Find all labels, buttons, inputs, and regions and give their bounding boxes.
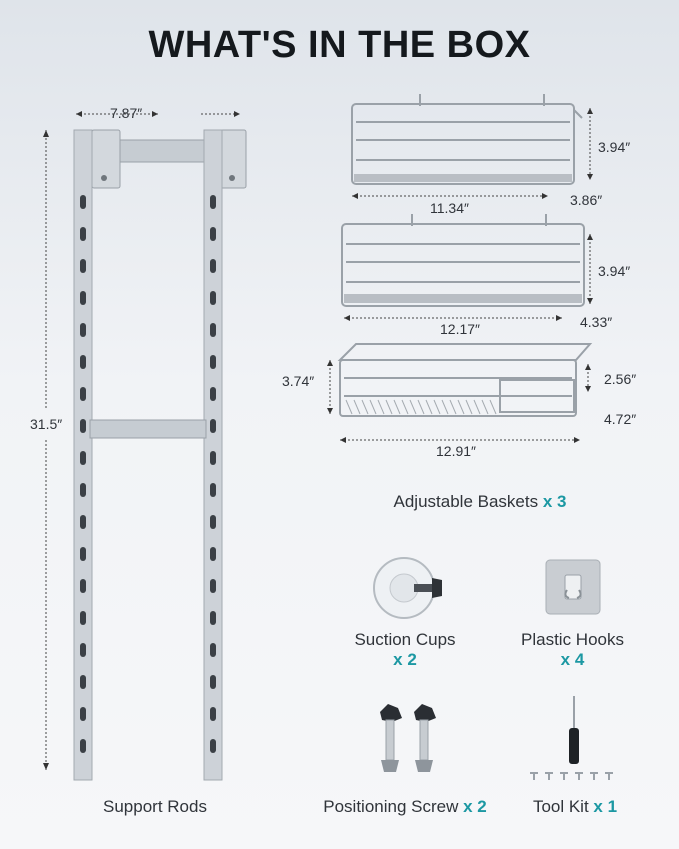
plastic-hooks-label: Plastic Hooks <box>521 630 624 649</box>
basket-grid-wire <box>489 399 497 415</box>
basket-grid-wire <box>481 399 489 415</box>
rod-slot <box>80 707 86 721</box>
support-rods-label: Support Rods <box>103 797 207 816</box>
basket-grid-wire <box>393 399 401 415</box>
basket-bottom-depth: 4.72″ <box>604 411 637 427</box>
suction-cups-label: Suction Cups <box>354 630 456 649</box>
suction-cups-qty: x 2 <box>393 650 417 669</box>
basket-grid-wire <box>385 399 393 415</box>
rod-height-dim: 31.5″ <box>30 416 63 432</box>
positioning-screw-qty: x 2 <box>463 797 487 816</box>
small-screw-icon <box>530 772 538 780</box>
basket-grid-wire <box>433 399 441 415</box>
rod-slot <box>210 547 216 561</box>
basket-middle-depth: 4.33″ <box>580 314 613 330</box>
rod-slot <box>80 675 86 689</box>
basket-bottom-height-right: 2.56″ <box>604 371 637 387</box>
basket-grid-wire <box>425 399 433 415</box>
basket-middle-height: 3.94″ <box>598 263 631 279</box>
basket-grid-wire <box>377 399 385 415</box>
rod-slot <box>210 291 216 305</box>
baskets-label: Adjustable Baskets x 3 <box>393 492 567 511</box>
basket-grid-wire <box>473 399 481 415</box>
baskets-qty: x 3 <box>542 492 567 511</box>
rod-slot <box>80 355 86 369</box>
basket-top-height: 3.94″ <box>598 139 631 155</box>
basket-bottom-length: 12.91″ <box>436 443 476 459</box>
small-screw-icon <box>545 772 553 780</box>
basket-grid-wire <box>401 399 409 415</box>
rod-slot <box>210 451 216 465</box>
small-screw-icon <box>575 772 583 780</box>
small-screw-icon <box>590 772 598 780</box>
rod-slot <box>80 419 86 433</box>
plastic-hooks-qty: x 4 <box>560 650 585 669</box>
rod-slot <box>80 515 86 529</box>
basket-grid-wire <box>417 399 425 415</box>
rod-slot <box>80 323 86 337</box>
rod-slot <box>210 419 216 433</box>
basket-grid-wire <box>409 399 417 415</box>
rod-slot <box>210 675 216 689</box>
basket-grid-wire <box>361 399 369 415</box>
rod-slot <box>210 355 216 369</box>
rod-slot <box>210 707 216 721</box>
rod-slot <box>210 643 216 657</box>
basket-middle-length: 12.17″ <box>440 321 480 337</box>
rod-slot <box>80 643 86 657</box>
basket-grid-wire <box>345 399 353 415</box>
rod-slot <box>210 323 216 337</box>
rod-slot <box>80 451 86 465</box>
basket-grid-wire <box>465 399 473 415</box>
basket-grid-wire <box>457 399 465 415</box>
rod-slot <box>80 195 86 209</box>
positioning-screw-label: Positioning Screw x 2 <box>323 797 487 816</box>
rod-slot <box>80 291 86 305</box>
rod-slot <box>80 611 86 625</box>
tool-kit-label: Tool Kit x 1 <box>532 797 618 816</box>
basket-grid-wire <box>441 399 449 415</box>
rod-slot <box>80 483 86 497</box>
rod-width-dim: 7.87″ <box>110 105 143 121</box>
rod-slot <box>210 227 216 241</box>
rod-slot <box>210 515 216 529</box>
rod-slot <box>210 195 216 209</box>
rod-slot <box>80 547 86 561</box>
small-screw-icon <box>605 772 613 780</box>
rod-slot <box>210 739 216 753</box>
basket-grid-wire <box>353 399 361 415</box>
basket-grid-wire <box>449 399 457 415</box>
rod-slot <box>210 259 216 273</box>
rod-slot <box>210 611 216 625</box>
rod-slot <box>210 483 216 497</box>
rod-slot <box>80 227 86 241</box>
small-screw-icon <box>560 772 568 780</box>
rod-slot <box>80 387 86 401</box>
basket-top-depth: 3.86″ <box>570 192 603 208</box>
basket-bottom-height-left: 3.74″ <box>282 373 315 389</box>
page-title: WHAT'S IN THE BOX <box>148 24 531 66</box>
rod-slot <box>80 739 86 753</box>
tool-kit-qty: x 1 <box>593 797 618 816</box>
basket-grid-wire <box>369 399 377 415</box>
rod-slot <box>80 579 86 593</box>
basket-top-length: 11.34″ <box>430 200 469 216</box>
rod-slot <box>210 579 216 593</box>
rod-slot <box>210 387 216 401</box>
rod-slot <box>80 259 86 273</box>
